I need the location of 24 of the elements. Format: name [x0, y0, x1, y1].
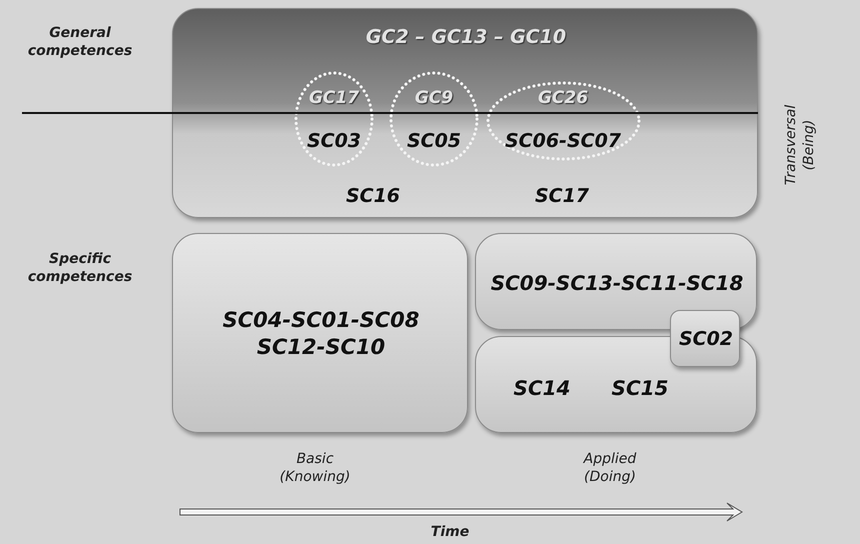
rounded-tag	[670, 310, 740, 367]
sc-code-list: SC04-SC01-SC08 SC12-SC10	[221, 307, 421, 361]
section-heading: Specific competences	[26, 250, 134, 286]
gc-code: GC26	[538, 88, 588, 108]
sc-code: SC02	[678, 328, 734, 350]
column-caption: Applied (Doing)	[582, 450, 638, 486]
column-caption: Basic (Knowing)	[278, 450, 352, 486]
sc-code-list: SC09-SC13-SC11-SC18	[490, 271, 744, 295]
sc-code: SC16	[346, 185, 400, 207]
sc-code: SC05	[406, 130, 462, 152]
section-heading: General competences	[26, 24, 134, 60]
rounded-panel	[475, 233, 757, 330]
axis-caption: Transversal (Being)	[782, 104, 818, 188]
sc-code: SC14	[514, 376, 570, 400]
gc-code-list: GC2 – GC13 – GC10	[366, 26, 566, 48]
sc-code: SC06-SC07	[504, 130, 622, 152]
gc-code: GC17	[308, 88, 360, 108]
gc-code: GC9	[414, 88, 454, 108]
sc-code: SC03	[306, 130, 362, 152]
sc-code: SC15	[612, 376, 668, 400]
axis-title: Time	[430, 523, 470, 541]
rounded-panel	[172, 233, 468, 433]
sc-code: SC17	[534, 185, 590, 207]
rounded-panel	[172, 8, 758, 218]
